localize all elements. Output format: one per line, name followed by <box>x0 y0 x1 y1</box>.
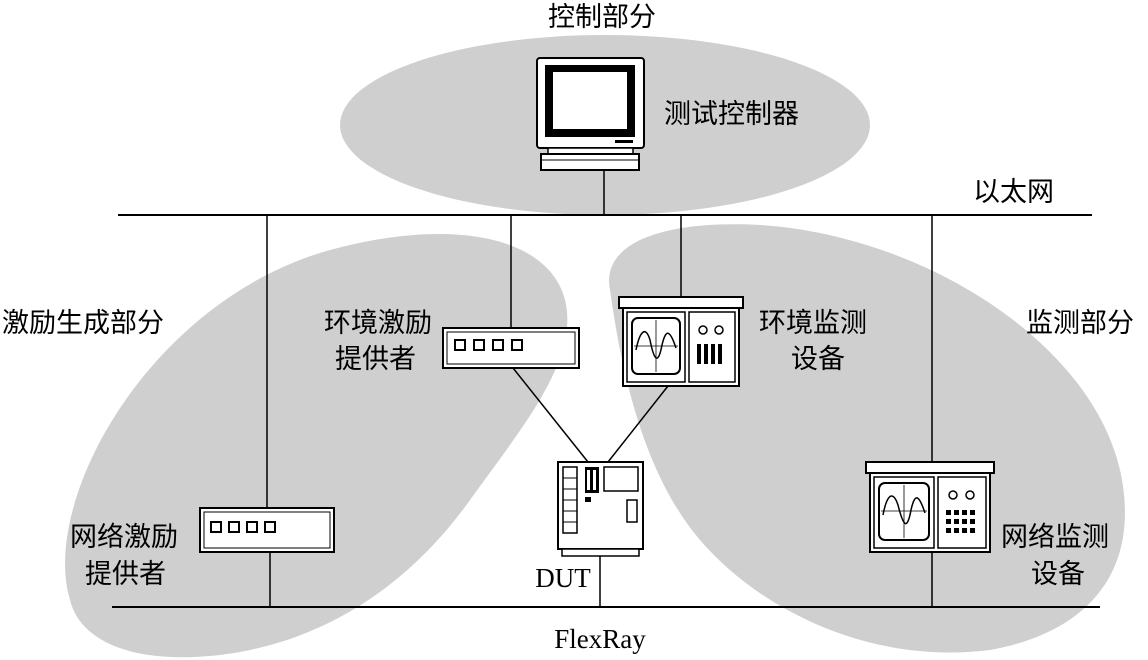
stimulus-region <box>65 234 568 658</box>
dut-label: DUT <box>535 563 591 593</box>
oscilloscope-icon <box>865 461 995 553</box>
env-stimulus-label-line2: 提供者 <box>335 344 416 375</box>
env-monitor-label-line2: 设备 <box>791 344 845 375</box>
link-env-mon-dut <box>607 385 669 463</box>
control-part-label: 控制部分 <box>548 2 656 33</box>
env-stimulus-label-line1: 环境激励 <box>324 308 432 339</box>
net-stimulus-label-line1: 网络激励 <box>70 522 178 553</box>
flexray-label: FlexRay <box>554 624 646 654</box>
net-monitor-label-line1: 网络监测 <box>1001 522 1109 553</box>
dut-icon <box>557 461 644 557</box>
stimulus-part-label: 激励生成部分 <box>2 308 164 339</box>
test-controller-label: 测试控制器 <box>664 99 799 130</box>
computer-icon <box>536 57 645 171</box>
net-stimulus-label-line2: 提供者 <box>85 559 166 590</box>
net-monitor-label-line2: 设备 <box>1031 559 1085 590</box>
stimulus-box-icon <box>199 507 335 553</box>
stimulus-box-icon <box>442 327 580 369</box>
ethernet-label: 以太网 <box>973 177 1054 208</box>
oscilloscope-icon <box>618 296 744 387</box>
monitor-part-label: 监测部分 <box>1026 308 1134 339</box>
link-env-stim-dut <box>512 367 589 463</box>
env-monitor-label-line1: 环境监测 <box>759 308 867 339</box>
